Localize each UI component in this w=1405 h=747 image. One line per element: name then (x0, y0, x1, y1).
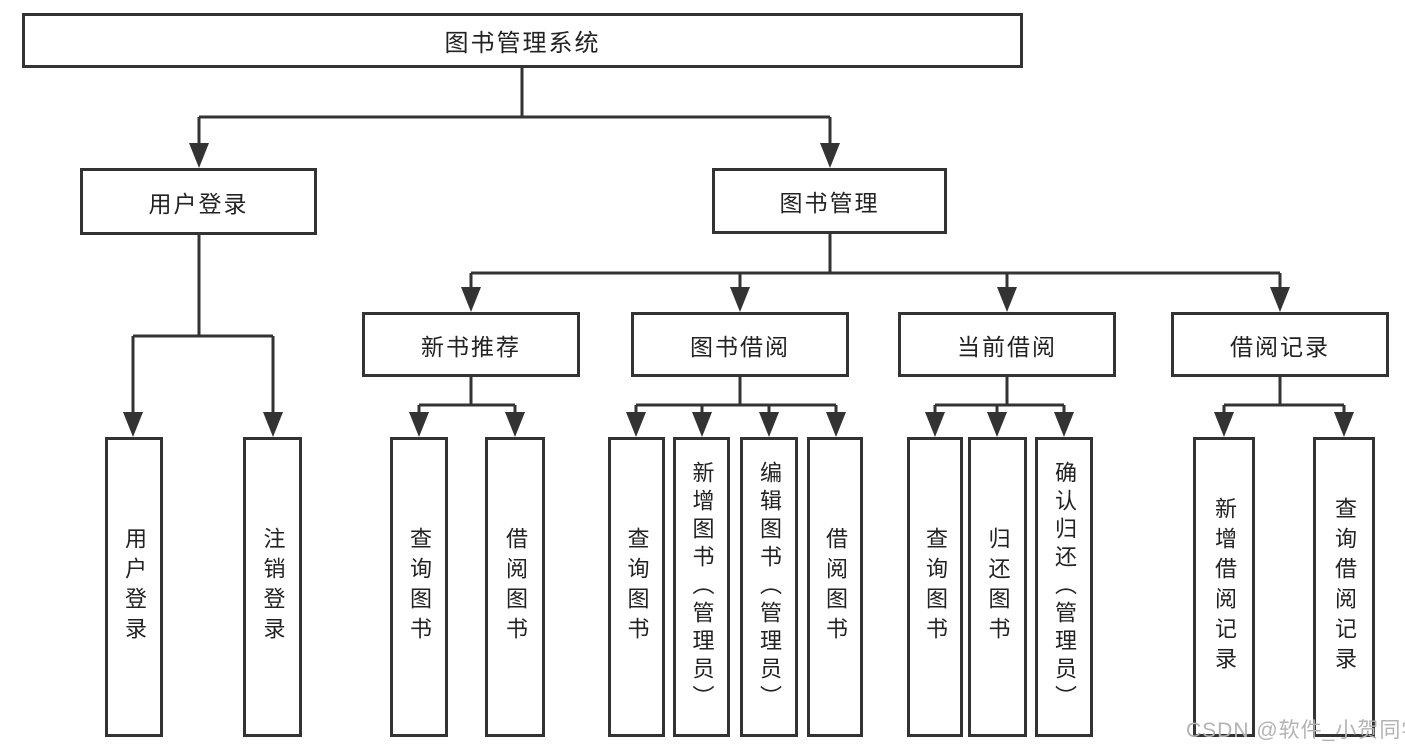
node-user-login-leaf: 用户登录 (105, 437, 163, 737)
node-bb-add-books-admin: 新增图书（管理员） (673, 437, 730, 737)
node-label: 当前借阅 (957, 333, 1057, 360)
node-logout: 注销登录 (243, 437, 302, 737)
node-label: 图书借阅 (690, 333, 790, 360)
node-label: 新书推荐 (421, 333, 521, 360)
node-label: 图书管理 (779, 190, 880, 216)
node-label: 确认归还（管理员） (1052, 461, 1077, 713)
node-nb-borrow-books: 借阅图书 (485, 437, 545, 737)
node-borrowing-records: 借阅记录 (1171, 312, 1389, 377)
node-label: 借阅记录 (1230, 333, 1330, 360)
node-new-book-recommendation: 新书推荐 (362, 312, 580, 377)
node-label: 借阅图书 (503, 527, 528, 647)
node-book-borrowing: 图书借阅 (631, 312, 849, 377)
node-label: 新增借阅记录 (1212, 497, 1237, 677)
node-label: 查询图书 (407, 527, 432, 647)
node-label: 用户登录 (148, 190, 249, 217)
csdn-watermark: CSDN @软件_小贺同学 (1186, 719, 1405, 742)
node-label: 查询借阅记录 (1332, 497, 1357, 677)
node-label: 注销登录 (260, 527, 286, 647)
node-current-borrowing: 当前借阅 (898, 312, 1116, 377)
node-label: 编辑图书（管理员） (757, 461, 782, 713)
node-label: 查询图书 (624, 527, 650, 647)
node-label: 新增图书（管理员） (689, 461, 715, 713)
node-nb-query-books: 查询图书 (390, 437, 448, 737)
node-bb-edit-books-admin: 编辑图书（管理员） (740, 437, 798, 737)
node-book-management: 图书管理 (712, 168, 947, 234)
node-label: 查询图书 (923, 527, 948, 647)
node-label: 图书管理系统 (444, 30, 601, 57)
node-library-management-system: 图书管理系统 (22, 13, 1023, 68)
node-cb-return-books: 归还图书 (968, 437, 1027, 737)
node-label: 归还图书 (985, 527, 1011, 647)
node-br-add-borrow-record: 新增借阅记录 (1193, 437, 1255, 737)
node-bb-query-books: 查询图书 (608, 437, 665, 737)
node-br-query-borrow-record: 查询借阅记录 (1313, 437, 1375, 737)
node-cb-confirm-return-admin: 确认归还（管理员） (1035, 437, 1093, 737)
node-label: 借阅图书 (823, 527, 848, 647)
node-cb-query-books: 查询图书 (907, 437, 963, 737)
node-user-login-branch: 用户登录 (80, 168, 317, 235)
node-label: 用户登录 (122, 527, 147, 647)
node-bb-borrow-books: 借阅图书 (807, 437, 863, 737)
